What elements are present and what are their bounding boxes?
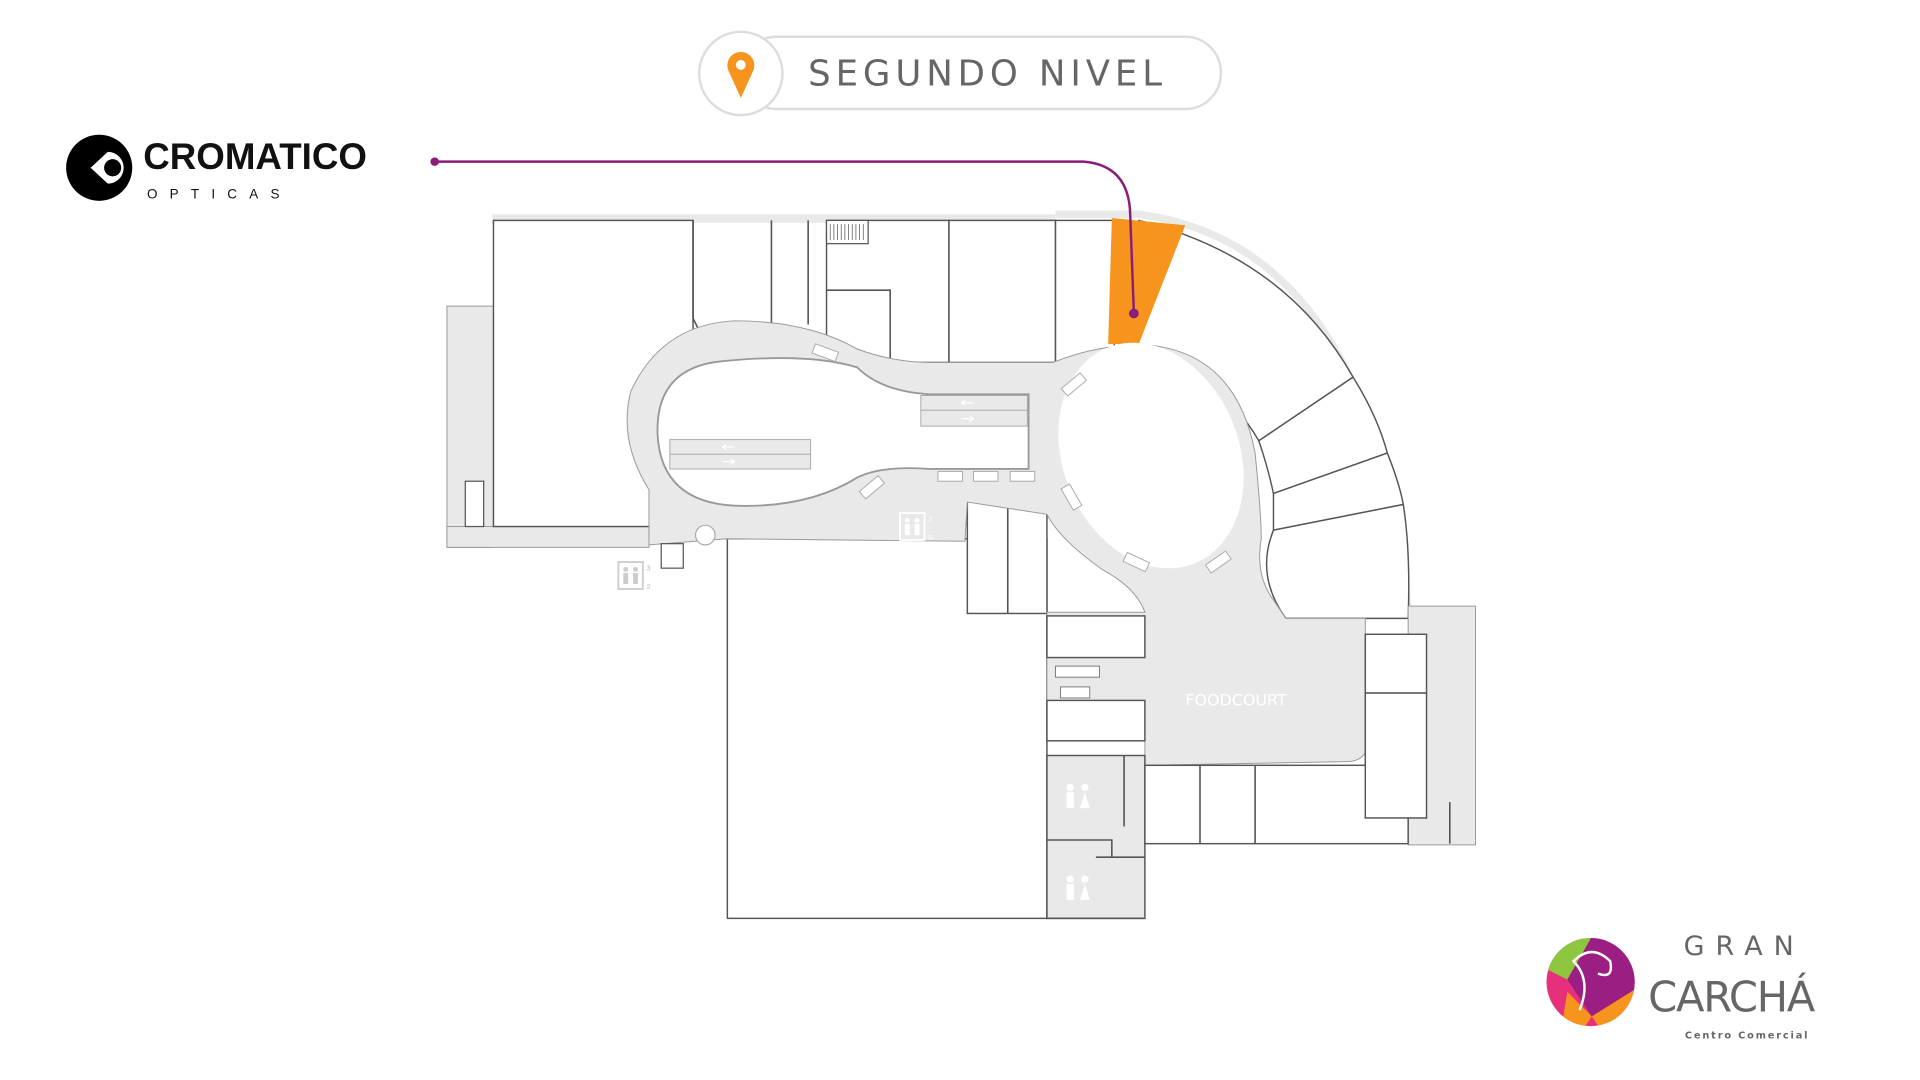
store-leader-line bbox=[430, 157, 1139, 319]
svg-text:GRAN: GRAN bbox=[1684, 931, 1805, 962]
svg-text:CARCHÁ: CARCHÁ bbox=[1648, 972, 1816, 1021]
restrooms bbox=[1046, 754, 1146, 920]
gran-carcha-logo: GRAN CARCHÁ Centro Comercial bbox=[1546, 931, 1817, 1041]
restroom-icon bbox=[1066, 783, 1090, 900]
svg-text:Centro Comercial: Centro Comercial bbox=[1685, 1030, 1809, 1041]
kiosks bbox=[811, 343, 1232, 574]
escalator-east bbox=[920, 395, 1028, 427]
arrow-right-icon bbox=[961, 415, 974, 422]
corridor: FOODCOURT bbox=[626, 320, 1366, 766]
stores-south bbox=[1144, 605, 1476, 846]
level-badge: SEGUNDO NIVEL bbox=[697, 30, 1223, 117]
cromatico-store-highlight[interactable] bbox=[1108, 217, 1186, 345]
svg-text:2: 2 bbox=[928, 515, 932, 524]
foodcourt-label: FOODCOURT bbox=[1185, 690, 1287, 709]
store-name: CROMATICO bbox=[143, 136, 367, 177]
svg-text:2: 2 bbox=[647, 582, 651, 591]
map-pin-icon bbox=[727, 51, 755, 98]
elevator-icon: 3 2 bbox=[617, 561, 651, 591]
stairs-icon bbox=[825, 219, 869, 245]
arrow-left-icon bbox=[722, 443, 735, 450]
svg-text:3: 3 bbox=[647, 564, 651, 573]
arrow-right-icon bbox=[722, 458, 736, 465]
level-title: SEGUNDO NIVEL bbox=[808, 54, 1167, 95]
arrow-left-icon bbox=[960, 399, 974, 406]
cromatico-logo: CROMATICO OPTICAS bbox=[66, 134, 367, 201]
svg-text:S: S bbox=[928, 533, 933, 542]
store-subtitle: OPTICAS bbox=[147, 186, 292, 201]
elevator-icon: 2 S bbox=[899, 512, 933, 542]
